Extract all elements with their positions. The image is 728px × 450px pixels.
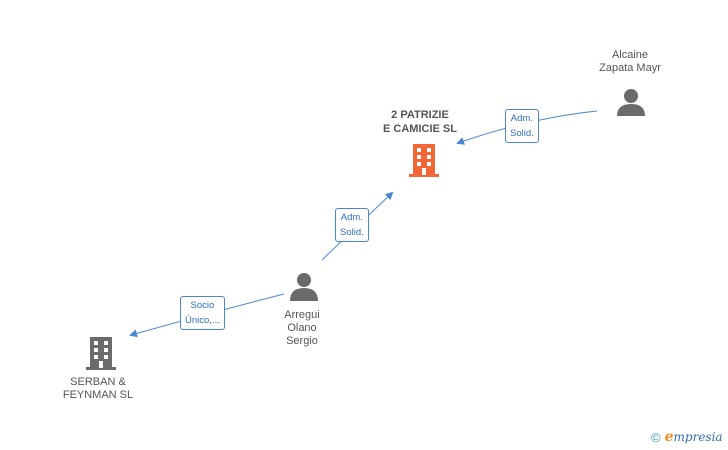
building-icon[interactable] [86, 337, 116, 370]
node-label-main-company[interactable]: 2 PATRIZIE E CAMICIE SL [365, 108, 475, 136]
edge-label-alcaine-to-main: Adm. Solid. [505, 109, 539, 143]
building-icon[interactable] [409, 144, 439, 177]
person-icon[interactable] [290, 273, 318, 301]
edge-label-line: Único,... [185, 315, 220, 326]
node-label-arregui[interactable]: Arregui Olano Sergio [262, 309, 342, 348]
brand-rest: mpresia [673, 430, 723, 444]
edge-label-line: Adm. [510, 113, 533, 124]
edge-label-line: Socio [190, 300, 215, 311]
copyright-symbol: © [651, 429, 661, 445]
edge-label-arregui-to-serban: Socio Único,... [180, 296, 225, 330]
brand-initial: e [664, 429, 674, 445]
node-label-line: Alcaine [611, 49, 649, 61]
edge-label-arregui-to-main: Adm. Solid. [335, 208, 369, 242]
node-label-line: E CAMICIE SL [383, 123, 457, 135]
node-label-line: SERBAN & [70, 376, 126, 388]
node-label-line: 2 PATRIZIE [391, 109, 449, 121]
edge-label-line: Solid. [510, 128, 534, 139]
node-label-line: Sergio [286, 335, 318, 347]
edge-label-line: Adm. [340, 212, 363, 223]
edge-label-line: Solid. [340, 227, 364, 238]
person-icon[interactable] [617, 89, 645, 116]
node-label-line: Zapata Mayr [599, 62, 661, 74]
empresia-logo[interactable]: empresia [665, 429, 723, 445]
node-label-line: Arregui [284, 309, 320, 321]
node-label-alcaine[interactable]: Alcaine Zapata Mayr [580, 49, 680, 75]
node-label-line: Olano [287, 322, 317, 334]
node-label-serban[interactable]: SERBAN & FEYNMAN SL [48, 376, 148, 402]
footer-brand: © empresia [651, 429, 723, 445]
node-label-line: FEYNMAN SL [62, 389, 134, 401]
